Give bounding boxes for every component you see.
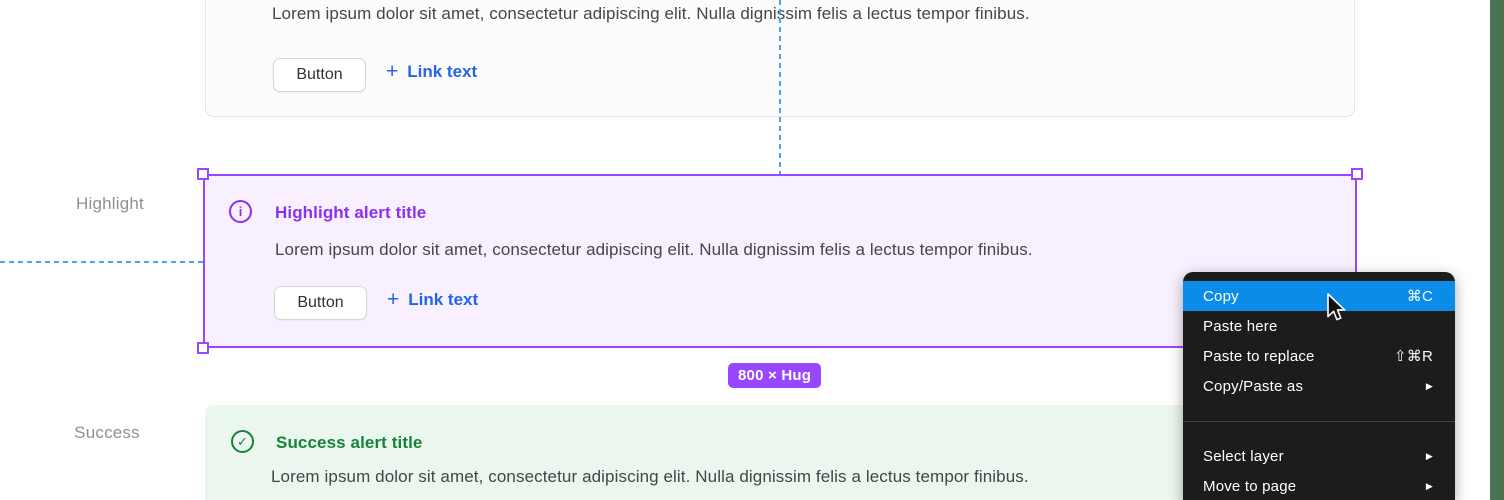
alert-body-text: Lorem ipsum dolor sit amet, consectetur … (272, 4, 1030, 23)
submenu-arrow-icon: ▶ (1425, 480, 1433, 491)
menu-item-label: Copy (1203, 287, 1239, 305)
row-label-highlight: Highlight (76, 194, 144, 213)
menu-separator (1183, 421, 1455, 422)
alert-link[interactable]: + Link text (387, 289, 478, 310)
menu-item-label: Paste here (1203, 317, 1278, 335)
plus-icon: + (387, 288, 400, 311)
horizontal-alignment-guide (0, 261, 203, 263)
check-icon-glyph: ✓ (237, 433, 248, 449)
check-circle-icon: ✓ (231, 430, 254, 453)
side-window-edge-strip (1490, 0, 1504, 500)
menu-item-copy[interactable]: Copy ⌘C (1183, 281, 1455, 311)
alert-link[interactable]: + Link text (386, 61, 477, 82)
info-icon-glyph: i (238, 204, 243, 219)
selection-handle-top-right[interactable] (1351, 168, 1363, 180)
menu-item-copy-paste-as[interactable]: Copy/Paste as ▶ (1183, 371, 1455, 401)
menu-item-paste-here[interactable]: Paste here (1183, 311, 1455, 341)
highlight-alert-card[interactable]: i Highlight alert title Lorem ipsum dolo… (203, 174, 1357, 348)
selection-size-badge: 800 × Hug (728, 363, 822, 388)
mouse-cursor-icon (1327, 293, 1346, 321)
menu-item-move-to-page[interactable]: Move to page ▶ (1183, 471, 1455, 500)
menu-item-label: Paste to replace (1203, 347, 1315, 365)
success-alert-card[interactable]: ✓ Success alert title Lorem ipsum dolor … (205, 405, 1355, 500)
vertical-alignment-guide (779, 0, 781, 174)
selection-handle-bottom-left[interactable] (197, 342, 209, 354)
menu-item-label: Copy/Paste as (1203, 377, 1304, 395)
menu-item-shortcut: ⌘C (1406, 288, 1433, 305)
context-menu: Copy ⌘C Paste here Paste to replace ⇧⌘R … (1183, 272, 1455, 500)
info-icon: i (229, 200, 252, 223)
menu-item-paste-to-replace[interactable]: Paste to replace ⇧⌘R (1183, 341, 1455, 371)
link-label: Link text (408, 289, 479, 309)
menu-item-label: Move to page (1203, 477, 1297, 495)
submenu-arrow-icon: ▶ (1425, 450, 1433, 461)
alert-title: Success alert title (276, 433, 423, 452)
submenu-arrow-icon: ▶ (1425, 380, 1433, 391)
alert-body-text: Lorem ipsum dolor sit amet, consectetur … (271, 467, 1029, 486)
alert-body-text: Lorem ipsum dolor sit amet, consectetur … (275, 240, 1033, 259)
plus-icon: + (386, 60, 399, 83)
menu-item-select-layer[interactable]: Select layer ▶ (1183, 441, 1455, 471)
alert-button[interactable]: Button (273, 58, 366, 92)
row-label-success: Success (74, 423, 140, 442)
alert-title: Highlight alert title (275, 203, 427, 222)
menu-item-label: Select layer (1203, 447, 1284, 465)
selection-handle-top-left[interactable] (197, 168, 209, 180)
menu-item-shortcut: ⇧⌘R (1393, 348, 1433, 365)
alert-button[interactable]: Button (274, 286, 367, 320)
link-label: Link text (407, 61, 478, 81)
